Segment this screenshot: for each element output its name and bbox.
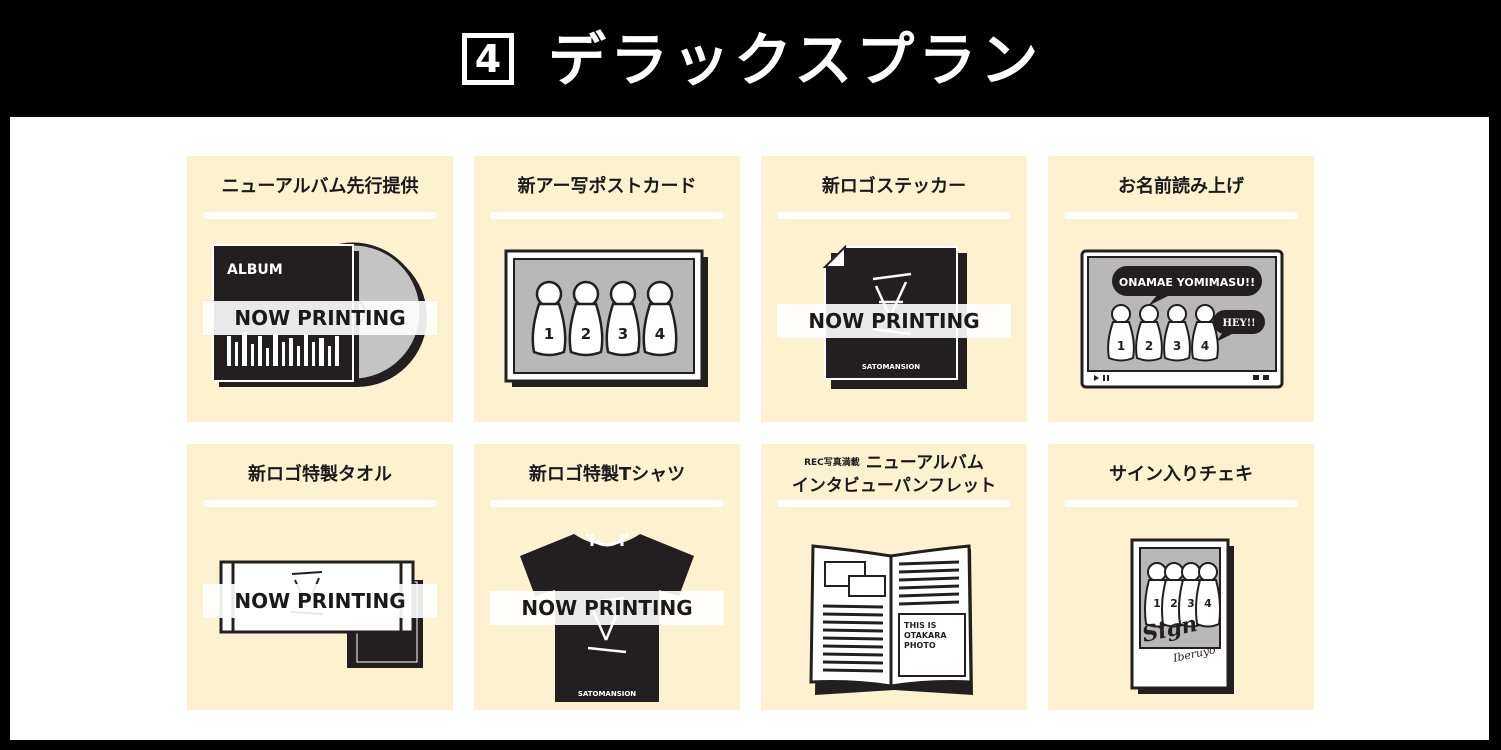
member-number: 1 (1153, 597, 1161, 610)
photo-caption: PHOTO (904, 641, 936, 650)
member-number: 4 (1204, 597, 1212, 610)
divider (203, 212, 437, 219)
card-title: REC写真満載ニューアルバム インタビューパンフレット (761, 452, 1027, 498)
member-number: 1 (1117, 339, 1125, 353)
card-tshirt: 新ロゴ特製Tシャツ SATOMANSION NOW PRINTING (474, 444, 740, 710)
plan-number-badge: 4 (462, 33, 514, 85)
card-title: サイン入りチェキ (1109, 464, 1253, 485)
divider (1064, 212, 1298, 219)
album-label: ALBUM (227, 262, 283, 278)
member-number: 2 (581, 325, 591, 343)
divider (490, 500, 724, 507)
items-panel: ニューアルバム先行提供 ALBUM NOW PRINTING 新アー写ポストカー… (10, 117, 1489, 740)
now-printing-label: NOW PRINTING (203, 301, 437, 335)
pamphlet-icon: THIS IS OTAKARA PHOTO (809, 544, 973, 695)
divider (1064, 500, 1298, 507)
card-name-reading: お名前読み上げ ONAMAE YOMIMASU!! HEY!! 1 2 3 (1048, 156, 1314, 422)
card-title-line: インタビューパンフレット (791, 476, 997, 496)
member-number: 2 (1170, 597, 1178, 610)
card-sticker: 新ロゴステッカー SATOMANSION NOW PRINTING (761, 156, 1027, 422)
photo-caption: THIS IS (904, 621, 937, 630)
card-title: ニューアルバム先行提供 (221, 176, 419, 197)
now-printing-label: NOW PRINTING (203, 584, 437, 618)
now-printing-label: NOW PRINTING (490, 591, 724, 625)
card-album: ニューアルバム先行提供 ALBUM NOW PRINTING (187, 156, 453, 422)
speech-bubble-text: HEY!! (1223, 318, 1256, 329)
card-pamphlet: REC写真満載ニューアルバム インタビューパンフレット THIS IS OTAK… (761, 444, 1027, 710)
photo-caption: OTAKARA (904, 631, 947, 640)
tshirt-logo-text: SATOMANSION (578, 690, 636, 698)
header: 4 デラックスプラン (0, 0, 1501, 117)
divider (777, 500, 1011, 507)
card-cheki: サイン入りチェキ 1 2 3 4 Sign Iberuyo (1048, 444, 1314, 710)
divider (203, 500, 437, 507)
sticker-logo-text: SATOMANSION (862, 363, 920, 371)
member-number: 3 (1173, 339, 1181, 353)
card-title: 新アー写ポストカード (517, 176, 697, 197)
plan-title: デラックスプラン (548, 26, 1043, 94)
postcard-icon: 1 2 3 4 (504, 249, 708, 387)
member-number: 3 (618, 325, 628, 343)
video-player-icon: ONAMAE YOMIMASU!! HEY!! 1 2 3 4 (1080, 249, 1284, 389)
member-number: 2 (1145, 339, 1153, 353)
card-title: 新ロゴステッカー (821, 176, 967, 197)
cheki-photo-icon: 1 2 3 4 Sign Iberuyo (1130, 538, 1234, 694)
card-postcard: 新アー写ポストカード 1 2 3 4 (474, 156, 740, 422)
member-number: 4 (1201, 339, 1209, 353)
card-title-small: REC写真満載 (804, 458, 860, 468)
now-printing-label: NOW PRINTING (777, 304, 1011, 338)
member-number: 1 (544, 325, 554, 343)
card-title: 新ロゴ特製Tシャツ (528, 464, 686, 485)
card-towel: 新ロゴ特製タオル NOW PRINTING (187, 444, 453, 710)
card-title-line: ニューアルバム (865, 453, 984, 473)
card-title: お名前読み上げ (1118, 176, 1244, 197)
speech-bubble-text: ONAMAE YOMIMASU!! (1119, 276, 1255, 289)
divider (777, 212, 1011, 219)
member-number: 3 (1187, 597, 1195, 610)
divider (490, 212, 724, 219)
member-number: 4 (655, 325, 665, 343)
card-title: 新ロゴ特製タオル (248, 464, 392, 485)
